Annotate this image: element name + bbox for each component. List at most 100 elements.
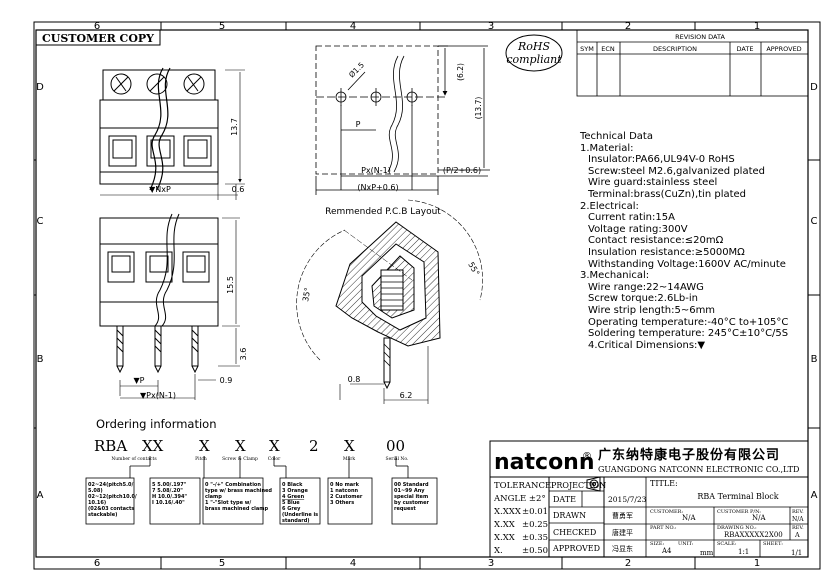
box5-line: 2 Customer [330,494,363,500]
tol-value: ±0.50 [522,546,548,556]
box4-line: (Underline is [282,512,318,518]
tolerance-label: TOLERANCE: [494,481,554,491]
dim-0-9: 0.9 [220,376,233,385]
top-col-label: 6 [94,21,100,32]
dim-6-2: (6.2) [456,63,465,81]
top-col-label: 1 [754,21,760,32]
technical-title: Technical Data [580,131,653,142]
scale-value: 1:1 [738,548,749,556]
dim-p-bottom: ▼P [134,376,145,385]
tech-line: Contact resistance:≤20mΩ [588,235,724,247]
pcb-layout [315,45,490,195]
tech-line: 1.Material: [580,142,634,154]
drawn-label: DRAWN [553,511,586,520]
checked-label: CHECKED [553,528,596,537]
left-row-label: D [36,82,44,93]
tech-line: Screw torque:2.6Lb-in [588,293,698,305]
top-view [99,67,245,200]
inner-frame [35,29,809,558]
dim-13-7-v: (13.7) [474,97,483,120]
dim-p: P [356,120,361,129]
scale-label: SCALE: [717,541,737,547]
tech-line: Soldering temperature: 245°C±10°C/5S [588,328,789,340]
company-name-en: GUANGDONG NATCONN ELECTRONIC CO.,LTD [598,465,799,474]
code-part: X [269,437,280,455]
dim-0-8: 0.8 [348,375,361,384]
drawing-no-value: RBAXXXXX2X00 [724,531,783,539]
rev-col-header: DESCRIPTION [653,45,697,53]
box6-line: 01~99 Any [394,488,425,494]
code-part: 2 [309,437,319,455]
left-row-label: B [37,354,44,365]
tech-line: Current ratin:15A [588,212,675,224]
rev-value-1: N/A [792,516,804,523]
customer-pn-value: N/A [752,514,766,522]
customer-label: CUSTOMER: [650,509,683,515]
dim-15-5: 15.5 [226,276,235,294]
box1-line: 10.16) [88,500,106,506]
caption-mark: Mark [343,456,355,462]
box1-line: 5.08) [88,488,103,494]
tech-line: 2.Electrical: [580,200,639,212]
box6-line: 00 Standard [394,482,429,488]
box5-line: 3 Others [330,500,354,506]
caption-serial: Serial No. [386,456,409,462]
size-value: A4 [661,547,672,555]
company-logo: natconn [494,450,595,475]
box2-line: I 10.16/.40" [152,500,185,506]
box3-line: clamp [205,494,222,500]
box5-line: 0 No mark [330,482,360,488]
dim-pxn1: Px(N-1) [361,166,391,175]
caption-color: Color [268,456,281,462]
box4-line: 6 Grey [282,506,301,512]
drawing-no-label: DRAWING NO.: [717,525,757,531]
dim-3-6: 3.6 [239,348,248,361]
bottom-col-label: 3 [488,558,494,569]
rev-col-header: DATE [737,45,754,53]
top-col-label: 2 [625,21,631,32]
checked-value: 唐建平 [612,528,633,537]
bottom-col-label: 6 [94,558,100,569]
zone-labels: 6 5 4 3 2 1 6 5 4 3 2 1 D C B A D C B A [36,21,818,569]
box3-line: 1 "-"Slot type w/ [205,500,251,506]
rev-label-2: REV. [792,525,804,531]
bottom-col-label: 5 [219,558,225,569]
bottom-col-label: 1 [754,558,760,569]
rohs-line1: RoHS [517,40,550,53]
part-no-label: PART NO.: [650,525,677,531]
box6-line: special item [394,494,428,500]
box1-line: 02~24(pitch5.0/ [88,482,133,488]
tech-line: Wire strip length:5~6mm [588,304,716,316]
right-row-label: C [811,216,818,227]
projection-label: PROJECTION [551,481,606,490]
front-view [99,213,240,400]
caption-contacts: Number of contacts [111,456,157,462]
tech-line: Insulation resistance:≥5000MΩ [588,246,745,258]
tol-value: ±0.01 [522,507,548,517]
box4-line: 3 Orange [282,488,308,494]
dim-d1-5: Ø1.5 [347,60,366,79]
top-col-label: 4 [350,21,356,32]
side-section-view [296,199,483,404]
caption-pitch: Pitch [195,456,207,462]
tol-value: ±0.35 [522,533,548,543]
customer-copy-label: CUSTOMER COPY [42,32,154,45]
ordering-code: RBA XX X X X 2 X 00 [94,437,405,455]
drawn-value: 曹勇军 [612,511,633,520]
rohs-line2: compliant [506,53,562,66]
title-block-grid [489,440,809,558]
tech-line: Withstanding Voltage:1600V AC/minute [588,258,786,270]
approved-label: APPROVED [552,544,600,553]
tech-line: Operating temperature:-40°C to+105°C [588,316,789,328]
unit-label: UNIT: [678,541,694,547]
size-label: SIZE: [650,541,665,547]
dim-nxp: ▼NxP [149,185,171,194]
code-part: X [235,437,246,455]
dim-6-2-b: 6.2 [400,391,413,400]
box4-line: 5 Blue [282,500,300,506]
tech-line: Voltage rating:300V [588,223,688,235]
code-part: X [199,437,210,455]
rev-col-header: SYM [580,45,594,53]
top-col-label: 5 [219,21,225,32]
